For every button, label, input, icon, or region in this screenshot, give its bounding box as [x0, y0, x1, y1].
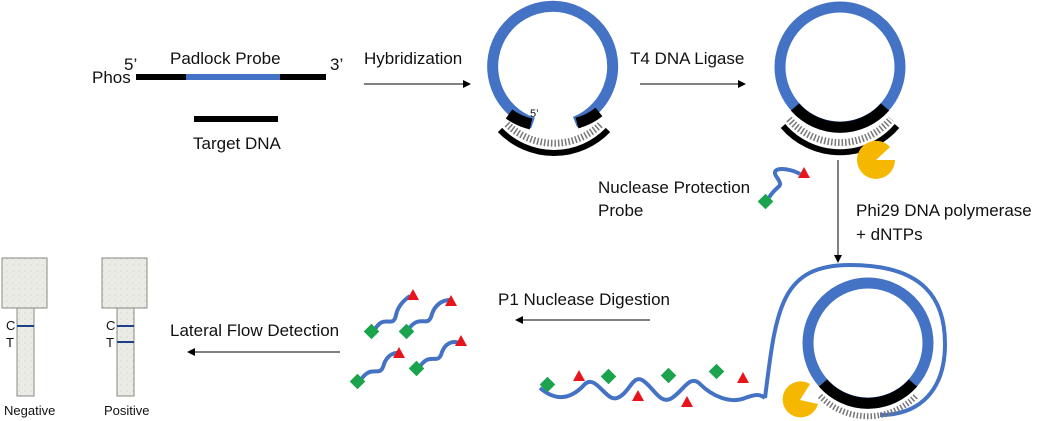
rca-base-pairs: [817, 393, 919, 420]
ligated-junction: [790, 103, 890, 133]
nuclease-protection-probe: [757, 167, 810, 210]
digestion-label: P1 Nuclease Digestion: [498, 290, 670, 309]
negative-test-letter: T: [6, 335, 14, 350]
open-ring-right-arm: [575, 107, 603, 129]
rca-diamond-3: [660, 367, 677, 384]
phi29-polymerase-icon: [857, 140, 895, 179]
lateral-flow-label: Lateral Flow Detection: [170, 321, 339, 340]
phos-label: Phos: [92, 68, 131, 87]
positive-control-letter: C: [106, 318, 115, 333]
padlock-probe: Padlock Probe Phos 5’ 3’: [92, 49, 343, 87]
probe-right-arm: [280, 74, 326, 80]
rca-product: [538, 262, 948, 420]
polymerase-label-line2: + dNTPs: [856, 225, 923, 244]
fragment-2: [398, 295, 457, 340]
five-prime-label: 5’: [124, 55, 137, 74]
rca-single-strand-product: [538, 377, 767, 403]
rca-triangle-4: [737, 372, 749, 383]
hybridized-target-strand: [497, 127, 611, 156]
rca-diamond-4: [708, 363, 725, 380]
three-prime-label: 3’: [330, 55, 343, 74]
hybridization-label: Hybridization: [364, 49, 462, 68]
rca-triangle-3: [681, 396, 693, 407]
probe-middle-segment: [186, 74, 280, 80]
rca-diamond-2: [600, 368, 617, 385]
polymerase-label-line1: Phi29 DNA polymerase: [856, 201, 1032, 220]
open-padlock-ring: [487, 0, 619, 129]
protection-probe-diamond: [757, 193, 774, 210]
negative-strip-pad: [1, 257, 48, 309]
rca-product-outer-loop: [763, 262, 948, 417]
rca-triangle-2: [632, 390, 644, 401]
target-dna-label: Target DNA: [193, 134, 282, 153]
fragment-3: [349, 347, 405, 390]
rca-triangle-1: [573, 370, 585, 381]
ligated-base-pairs: [786, 116, 894, 146]
negative-label: Negative: [4, 403, 55, 418]
ligase-label: T4 DNA Ligase: [630, 49, 744, 68]
target-dna: Target DNA: [193, 116, 282, 153]
hybridized-circle: 5’: [487, 0, 619, 156]
positive-strip-pad: [101, 257, 148, 309]
padlock-probe-title: Padlock Probe: [170, 49, 281, 68]
ligated-circle: [774, 1, 906, 156]
target-dna-strand: [194, 116, 278, 122]
negative-strip: C T Negative: [1, 257, 55, 418]
target-base-pairs: [504, 121, 604, 147]
protection-probe-triangle: [798, 167, 810, 178]
negative-strip-body: [16, 307, 35, 397]
rca-template-junction: [818, 379, 918, 409]
nuclease-protection-label-line1: Nuclease Protection: [598, 178, 750, 197]
ligated-target-strand: [780, 124, 900, 156]
positive-strip-body: [116, 307, 135, 397]
positive-test-letter: T: [106, 335, 114, 350]
positive-strip: C T Positive: [101, 257, 150, 418]
positive-label: Positive: [104, 403, 150, 418]
fragment-4: [408, 335, 467, 377]
circle-five-prime-label: 5’: [530, 108, 539, 120]
rca-polymerase-icon: [782, 381, 818, 418]
open-ring-left-arm: [505, 109, 533, 130]
protection-probe-strand: [764, 167, 802, 204]
nuclease-protection-label-line2: Probe: [598, 201, 643, 220]
probe-left-arm: [136, 74, 186, 80]
negative-control-letter: C: [6, 318, 15, 333]
digested-fragments: [349, 289, 467, 390]
